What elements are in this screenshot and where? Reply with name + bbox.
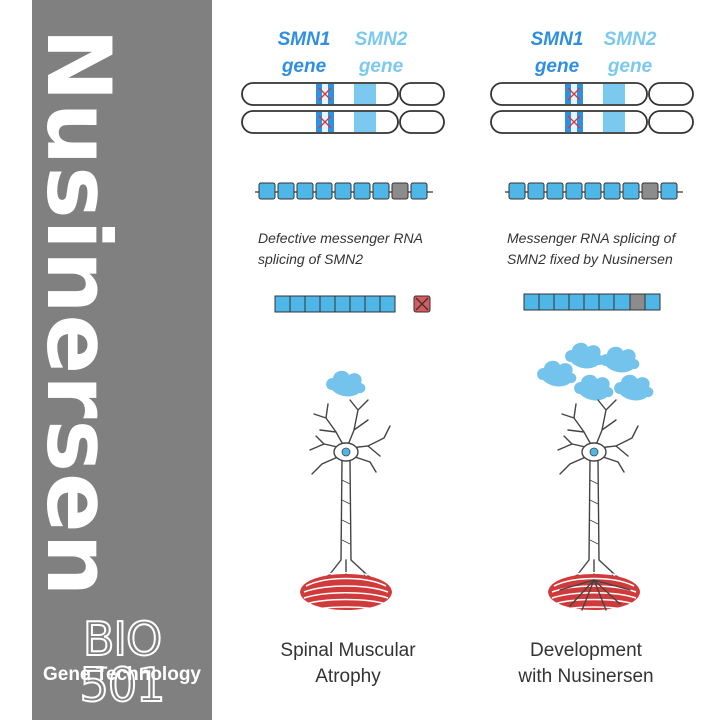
left-skipped-exon <box>413 295 431 313</box>
right-neuromuscular-junctions <box>559 579 631 611</box>
right-chromosome-bottom <box>490 110 694 134</box>
right-smn-protein-cloud-3 <box>600 346 640 373</box>
course-name: Gene Technology <box>42 664 201 685</box>
right-smn-protein-cloud-1 <box>537 360 577 387</box>
right-chromosome-top <box>490 82 694 106</box>
right-smn-protein-cloud-4 <box>574 374 614 401</box>
left-pre-mrna <box>254 182 434 200</box>
sidebar <box>32 0 212 720</box>
right-smn-protein-cloud-5 <box>614 374 654 401</box>
left-chromosome-bottom <box>241 110 445 134</box>
right-motor-neuron <box>557 399 639 589</box>
left-muscle <box>299 571 393 611</box>
right-mrna-product <box>523 293 661 311</box>
left-mrna-product <box>274 295 396 313</box>
right-smn-protein-cloud-2 <box>565 342 605 369</box>
left-smn-protein-cloud <box>326 370 366 397</box>
left-motor-neuron <box>309 399 391 589</box>
course-code: BIO 501 <box>79 612 167 712</box>
left-chromosome-top <box>241 82 445 106</box>
right-pre-mrna <box>504 182 684 200</box>
right-muscle <box>547 571 641 611</box>
